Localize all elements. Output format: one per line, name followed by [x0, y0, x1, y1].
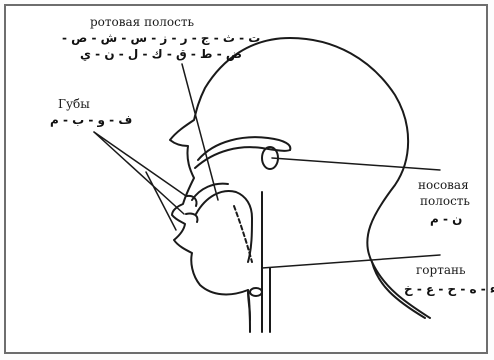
lower-teeth	[186, 213, 197, 222]
oral-cavity-letters-2: ض - ط - ق - ك - ل - ن - ي	[80, 47, 242, 61]
nasal-cavity-letters: ن - م	[430, 212, 462, 226]
nasal-cavity-title-1: носовая	[418, 178, 469, 192]
leader-oral	[182, 64, 218, 200]
tongue	[196, 191, 252, 262]
leader-nasal	[272, 158, 440, 170]
larynx-title: гортань	[416, 263, 466, 277]
oral-cavity-title: ротовая полость	[90, 15, 194, 29]
larynx-tube	[248, 292, 250, 320]
leader-lips-2	[94, 132, 184, 214]
leader-larynx	[262, 255, 440, 268]
head-outline	[170, 38, 430, 318]
lips-letters: ف - و - ب - م	[50, 113, 132, 127]
larynx-letters: ء - ه - ح - ع - خ	[404, 282, 494, 296]
nasal-cavity-title-2: полость	[420, 194, 470, 208]
oral-cavity-letters-1: ت - ث - ج - ر - ز - س - ش - ص -	[62, 31, 260, 45]
leader-lips-3	[146, 172, 176, 230]
pharynx-dashed	[234, 206, 252, 262]
vocal-fold	[250, 288, 262, 296]
lips-title: Губы	[58, 97, 90, 111]
